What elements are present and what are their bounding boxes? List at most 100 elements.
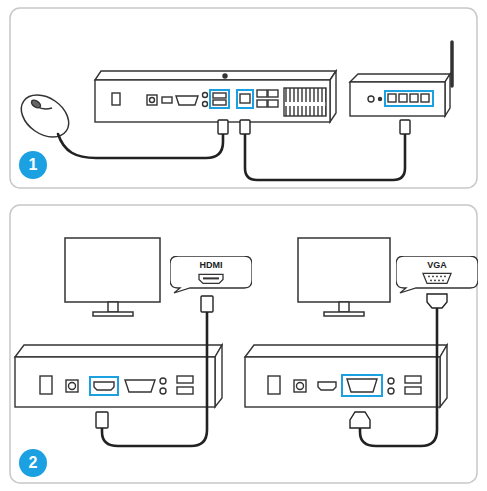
monitor <box>65 238 160 316</box>
hdmi-port <box>94 382 114 390</box>
vga-plug <box>350 412 370 428</box>
power-switch <box>112 93 120 105</box>
power-port <box>69 383 76 390</box>
lan-plug <box>240 120 250 134</box>
connector-label: HDMI <box>170 256 252 270</box>
router-power <box>368 96 374 102</box>
vga-pin <box>442 280 444 282</box>
nvr-dot <box>223 74 227 78</box>
nvr-back <box>245 357 440 407</box>
router-button <box>379 98 382 101</box>
vga-pin <box>438 280 440 282</box>
usb-port <box>213 100 226 105</box>
router-port <box>399 94 407 102</box>
plugs <box>96 294 447 428</box>
cables <box>102 308 437 446</box>
lan-highlight <box>237 90 253 108</box>
step-badge: 1 <box>19 151 47 179</box>
connector-label: VGA <box>396 256 478 270</box>
power-switch <box>40 376 52 394</box>
lan-plug <box>400 120 410 134</box>
audio-jack <box>388 388 394 394</box>
hdmi-plug <box>201 296 213 312</box>
vga-pin <box>430 280 432 282</box>
hdmi-port <box>318 382 336 390</box>
monitor-base <box>93 312 133 316</box>
audio-jack <box>203 102 208 107</box>
lan-cable <box>245 134 405 180</box>
monitor-base <box>324 312 364 316</box>
callout-bubble: VGA <box>396 256 478 294</box>
hdmi-port-icon <box>203 277 219 279</box>
cables <box>58 134 405 180</box>
poe-port <box>257 90 267 97</box>
vga-pin <box>432 276 434 278</box>
nvr-top <box>95 71 336 80</box>
router-port <box>421 94 429 102</box>
step-number: 2 <box>29 454 38 472</box>
usb-plug <box>218 120 228 134</box>
antenna <box>450 42 454 86</box>
hdmi-highlight <box>90 377 118 395</box>
lan-port <box>240 94 250 103</box>
mouse-body <box>13 86 76 145</box>
vga-port-icon <box>423 273 451 283</box>
plugs <box>218 120 410 134</box>
router-port <box>410 94 418 102</box>
hdmi-port <box>162 97 172 103</box>
nvr-side <box>440 345 447 407</box>
nvr-recorder <box>15 345 222 407</box>
nvr-recorder <box>245 345 447 407</box>
monitor-neck <box>108 302 118 312</box>
nvr-back <box>15 357 215 407</box>
panel-frame <box>10 8 477 188</box>
usb-port <box>405 387 421 394</box>
monitor <box>298 238 390 316</box>
audio-jack <box>388 378 394 384</box>
mouse-wheel <box>30 99 42 110</box>
nvr-top <box>15 345 222 357</box>
poe-port <box>268 90 278 97</box>
vga-pin <box>428 276 430 278</box>
nvr-back <box>95 80 330 122</box>
router-lan-highlight <box>385 91 433 106</box>
vga-cable <box>360 308 437 446</box>
poe-port <box>257 100 267 107</box>
vga-port <box>176 96 198 105</box>
audio-jack <box>160 388 166 394</box>
power-port <box>66 380 78 392</box>
audio-jack <box>203 93 208 98</box>
callout-bubble: HDMI <box>170 256 252 294</box>
power-port <box>297 383 304 390</box>
vga-port <box>125 380 155 392</box>
router-side <box>445 74 450 116</box>
hdmi-port-icon <box>199 274 223 283</box>
vent-grille <box>284 88 326 116</box>
usb-port <box>405 376 421 383</box>
bubble-shape <box>396 256 478 293</box>
usb-port <box>213 93 226 98</box>
usb-cable <box>58 134 223 158</box>
bubble-shape <box>170 256 252 293</box>
router-top <box>350 74 450 82</box>
router <box>350 42 452 116</box>
hdmi-plug <box>96 412 108 428</box>
vga-pin <box>440 276 442 278</box>
vga-pin <box>436 276 438 278</box>
nvr-side <box>215 345 222 407</box>
nvr-top <box>245 345 447 357</box>
monitor-neck <box>339 302 349 312</box>
vga-pin <box>434 280 436 282</box>
nvr-recorder <box>95 71 336 122</box>
audio-jack <box>160 378 166 384</box>
router-back <box>350 82 445 116</box>
monitor-screen <box>298 238 390 302</box>
vga-plug <box>427 294 447 308</box>
usb-highlight <box>210 90 229 108</box>
router-port <box>388 94 396 102</box>
step-badge: 2 <box>19 449 47 477</box>
vga-highlight <box>342 375 382 396</box>
vga-pin <box>444 276 446 278</box>
usb-port <box>177 387 193 394</box>
